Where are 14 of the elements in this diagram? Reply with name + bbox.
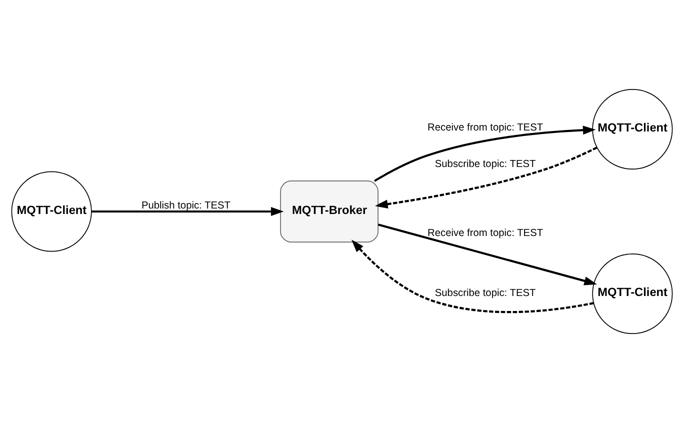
arrow (374, 126, 596, 182)
arrow (375, 146, 598, 209)
edge-label: Subscribe topic: TEST (434, 159, 536, 170)
node-circle: MQTT-Client (592, 253, 673, 334)
node-circle: MQTT-Client (592, 88, 673, 170)
edge-label: Publish topic: TEST (141, 200, 230, 212)
arrow (92, 207, 284, 216)
node-circle: MQTT-Client (11, 171, 92, 252)
node-box: MQTT-Broker (280, 180, 378, 242)
arrow (378, 224, 597, 286)
edge-label: Receive from topic: TEST (428, 228, 544, 239)
edge-label: Receive from topic: TEST (428, 122, 544, 134)
edge-label: Subscribe topic: TEST (434, 288, 536, 299)
arrow (351, 240, 594, 314)
